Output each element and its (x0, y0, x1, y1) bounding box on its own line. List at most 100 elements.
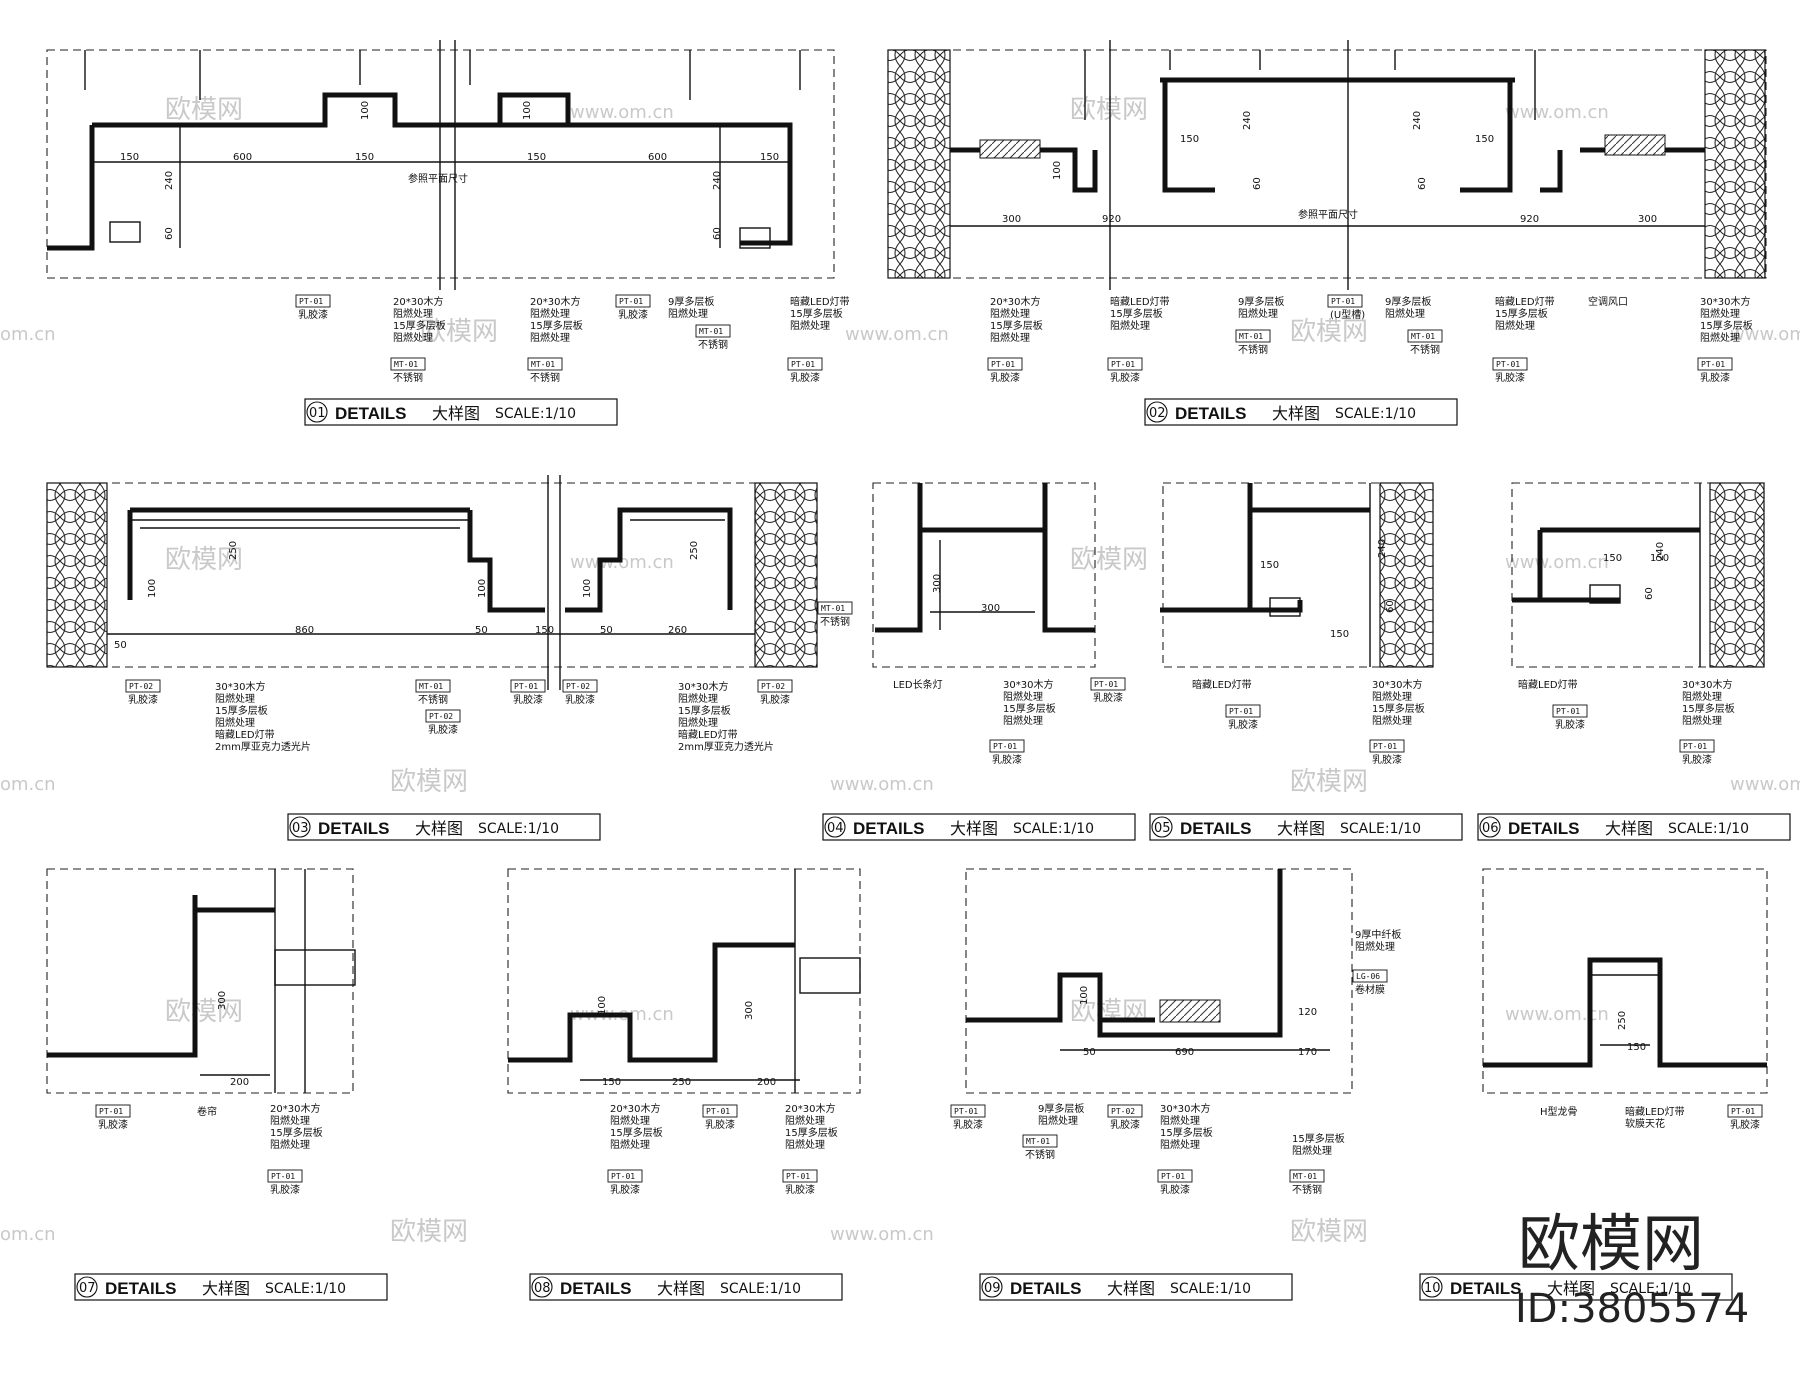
title-details: DETAILS (1010, 1279, 1081, 1298)
material-label: 15厚多层板 (1110, 307, 1163, 320)
title-cn: 大样图 (950, 819, 998, 838)
dimension-label: 690 (1175, 1047, 1194, 1058)
watermark-text: 欧模网 (1290, 1217, 1368, 1247)
material-callout: PT-01 乳胶漆 (1727, 1104, 1763, 1131)
dimension-label: 920 (1520, 214, 1539, 225)
reference-note: 参照平面尺寸 (408, 172, 468, 185)
dimension-label: 50 (600, 625, 613, 636)
material-label: 阻燃处理 (1682, 714, 1722, 727)
material-label: 不锈钢 (393, 371, 423, 384)
dimension-label: 60 (1417, 177, 1428, 190)
dimension-label: 150 (1603, 553, 1622, 564)
material-tag: PT-01 (619, 297, 643, 306)
detail-number: 06 (1482, 821, 1499, 836)
material-label: 乳胶漆 (1682, 753, 1712, 766)
watermark-text: www.om.cn (1505, 1004, 1609, 1025)
dimension-label: 260 (668, 625, 687, 636)
material-label: 不锈钢 (1410, 343, 1440, 356)
material-tag-box (562, 679, 598, 693)
dimension-label: 60 (164, 227, 175, 240)
material-label: 15厚多层板 (1682, 702, 1735, 715)
material-label: 暗藏LED灯带 (790, 295, 850, 308)
material-tag: PT-01 (299, 297, 323, 306)
material-label: 15厚多层板 (1160, 1126, 1213, 1139)
material-tag: PT-01 (1731, 1107, 1755, 1116)
dimension-label: 200 (757, 1077, 776, 1088)
material-label: LED长条灯 (893, 678, 943, 691)
detail-05-annotations: 15024060150暗藏LED灯带PT-01乳胶漆30*30木方阻燃处理15厚… (1192, 539, 1425, 766)
material-label: 15厚多层板 (790, 307, 843, 320)
detail-number-circle (76, 1276, 98, 1298)
material-tag-box (1352, 969, 1388, 983)
title-scale: SCALE:1/10 (1668, 821, 1749, 837)
dimension-label: 600 (648, 152, 667, 163)
material-label: 乳胶漆 (1555, 718, 1585, 731)
material-label: 30*30木方 (1682, 678, 1732, 691)
material-label: 20*30木方 (785, 1102, 835, 1115)
detail-number-circle (1151, 816, 1173, 838)
material-label: 阻燃处理 (1682, 690, 1722, 703)
material-label: 15厚多层板 (1292, 1132, 1345, 1145)
material-label: 20*30木方 (270, 1102, 320, 1115)
detail-number: 05 (1154, 821, 1171, 836)
title-frame (1477, 813, 1791, 841)
detail-number-circle (1479, 816, 1501, 838)
material-label: 乳胶漆 (953, 1118, 983, 1131)
detail-number: 02 (1149, 406, 1166, 421)
material-tag-box (425, 709, 461, 723)
material-label: 乳胶漆 (1730, 1118, 1760, 1131)
material-label: 阻燃处理 (530, 331, 570, 344)
material-label: 阻燃处理 (215, 692, 255, 705)
material-tag-box (702, 1104, 738, 1118)
material-callout: 卷帘 (197, 1105, 217, 1118)
title-frame (529, 1273, 843, 1301)
material-label: 乳胶漆 (1228, 718, 1258, 731)
title-scale: SCALE:1/10 (1013, 821, 1094, 837)
reference-note: 参照平面尺寸 (1298, 208, 1358, 221)
detail-number: 03 (292, 821, 309, 836)
dimension-label: 150 (1260, 560, 1279, 571)
material-tag: PT-02 (129, 682, 153, 691)
dimension-label: 100 (597, 996, 608, 1015)
watermark-text: 欧模网 (1290, 767, 1368, 797)
material-label: 暗藏LED灯带 (678, 728, 738, 741)
material-tag-box (1492, 357, 1528, 371)
dimension-label: 920 (1102, 214, 1121, 225)
dimension-label: 50 (1083, 1047, 1096, 1058)
material-label: 15厚多层板 (1003, 702, 1056, 715)
dimension-label: 150 (535, 625, 554, 636)
dimension-label: 240 (1242, 111, 1253, 130)
material-label: 暗藏LED灯带 (1192, 678, 1252, 691)
title-frame (304, 398, 618, 426)
material-label: 20*30木方 (990, 295, 1040, 308)
material-label: 阻燃处理 (785, 1138, 825, 1151)
title-cn: 大样图 (1605, 819, 1653, 838)
material-tag-box (510, 679, 546, 693)
title-details: DETAILS (318, 819, 389, 838)
watermark-text: 欧模网 (390, 767, 468, 797)
material-label: 阻燃处理 (1700, 331, 1740, 344)
material-label: 30*30木方 (1160, 1102, 1210, 1115)
dimension-label: 250 (1617, 1011, 1628, 1030)
material-label: 阻燃处理 (678, 692, 718, 705)
title-frame (287, 813, 601, 841)
material-tag: MT-01 (1026, 1137, 1050, 1146)
detail-number-circle (824, 816, 846, 838)
material-label: 阻燃处理 (1292, 1144, 1332, 1157)
material-label: 2mm厚亚克力透光片 (678, 740, 774, 753)
